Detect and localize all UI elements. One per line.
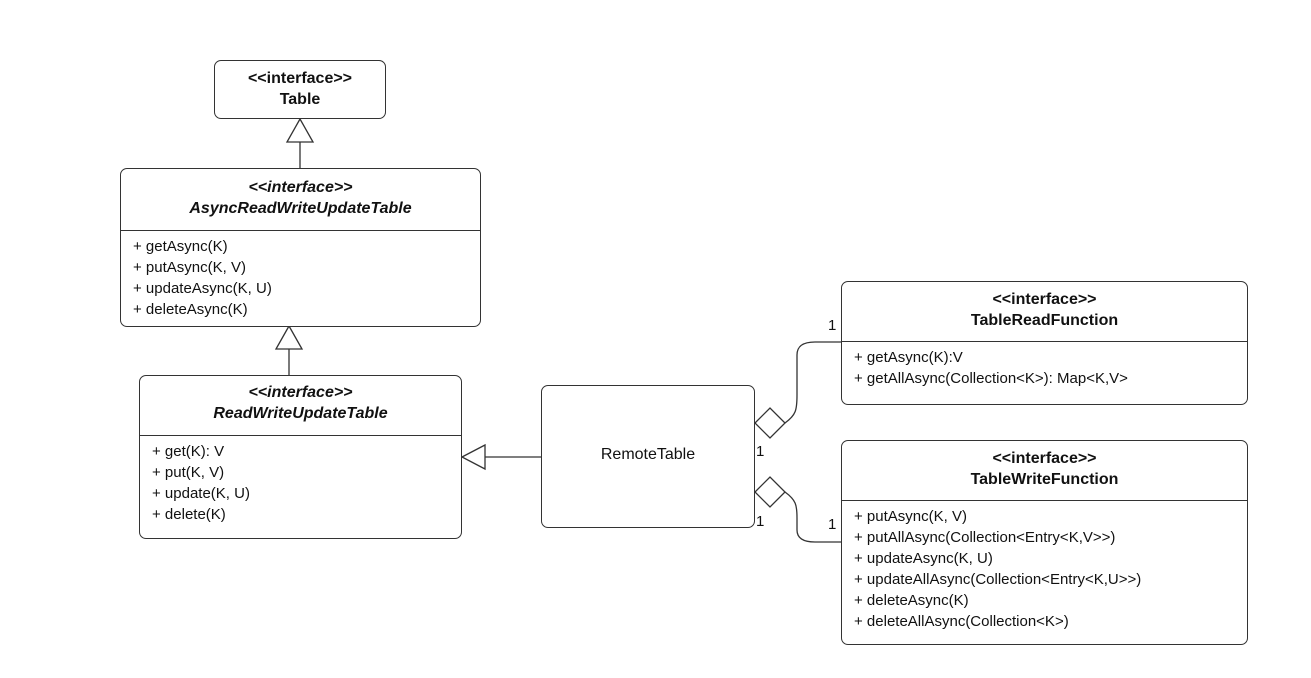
class-rw-update-stereotype: <<interface>> xyxy=(248,384,353,401)
class-table-read-function-stereotype: <<interface>> xyxy=(992,291,1097,308)
class-async-rw-update-header: <<interface>> AsyncReadWriteUpdateTable xyxy=(121,169,480,230)
aggregation-write-diamond xyxy=(754,476,786,508)
class-table-write-function-members: + putAsync(K, V) + putAllAsync(Collectio… xyxy=(842,500,1247,632)
class-rw-update-header: <<interface>> ReadWriteUpdateTable xyxy=(140,376,461,435)
class-remote-table[interactable]: RemoteTable xyxy=(541,385,755,528)
class-table-read-function-header: <<interface>> TableReadFunction xyxy=(842,282,1247,341)
class-remote-table-name: RemoteTable xyxy=(600,446,696,463)
class-table-read-function[interactable]: <<interface>> TableReadFunction + getAsy… xyxy=(841,281,1248,405)
member-get-async: + getAsync(K) xyxy=(133,238,228,255)
class-table-name: Table xyxy=(279,91,321,108)
class-table-header: <<interface>> Table xyxy=(215,61,385,110)
class-rw-update-members: + get(K): V + put(K, V) + update(K, U) +… xyxy=(140,435,461,525)
multiplicity-read-function-end: 1 xyxy=(828,317,837,334)
generalization-async-to-table-arrowhead xyxy=(285,117,315,143)
aggregation-write-line xyxy=(784,491,841,543)
class-read-write-update-table[interactable]: <<interface>> ReadWriteUpdateTable + get… xyxy=(139,375,462,539)
member-delete: + delete(K) xyxy=(152,506,226,523)
class-async-read-write-update-table[interactable]: <<interface>> AsyncReadWriteUpdateTable … xyxy=(120,168,481,327)
member-put-async: + putAsync(K, V) xyxy=(133,259,246,276)
member-update-all-async: + updateAllAsync(Collection<Entry<K,U>>) xyxy=(854,571,1142,588)
class-table-write-function-header: <<interface>> TableWriteFunction xyxy=(842,441,1247,500)
member-update-async-write: + updateAsync(K, U) xyxy=(854,550,993,567)
member-get-async-v: + getAsync(K):V xyxy=(854,349,963,366)
class-table[interactable]: <<interface>> Table xyxy=(214,60,386,119)
class-table-write-function-name: TableWriteFunction xyxy=(970,471,1119,488)
generalization-remote-to-rw-arrowhead xyxy=(460,443,486,471)
class-table-stereotype: <<interface>> xyxy=(247,70,353,87)
member-put-all-async: + putAllAsync(Collection<Entry<K,V>>) xyxy=(854,529,1116,546)
class-table-write-function-stereotype: <<interface>> xyxy=(992,450,1097,467)
member-put: + put(K, V) xyxy=(152,464,225,481)
class-async-rw-update-stereotype: <<interface>> xyxy=(248,179,353,196)
multiplicity-write-function-end: 1 xyxy=(828,516,837,533)
class-table-read-function-name: TableReadFunction xyxy=(970,312,1119,329)
member-get-all-async: + getAllAsync(Collection<K>): Map<K,V> xyxy=(854,370,1128,387)
member-delete-async: + deleteAsync(K) xyxy=(133,301,248,318)
class-async-rw-update-members: + getAsync(K) + putAsync(K, V) + updateA… xyxy=(121,230,480,320)
aggregation-read-line xyxy=(784,341,841,424)
multiplicity-read-remote-end: 1 xyxy=(756,443,765,460)
member-get: + get(K): V xyxy=(152,443,225,460)
class-table-write-function[interactable]: <<interface>> TableWriteFunction + putAs… xyxy=(841,440,1248,645)
aggregation-read-diamond xyxy=(754,407,786,439)
member-update: + update(K, U) xyxy=(152,485,250,502)
generalization-rw-to-async-arrowhead xyxy=(274,324,304,350)
member-delete-async-write: + deleteAsync(K) xyxy=(854,592,969,609)
member-put-async-write: + putAsync(K, V) xyxy=(854,508,967,525)
multiplicity-write-remote-end: 1 xyxy=(756,513,765,530)
class-async-rw-update-name: AsyncReadWriteUpdateTable xyxy=(189,200,412,217)
member-delete-all-async: + deleteAllAsync(Collection<K>) xyxy=(854,613,1069,630)
class-rw-update-name: ReadWriteUpdateTable xyxy=(213,405,388,422)
member-update-async: + updateAsync(K, U) xyxy=(133,280,272,297)
class-table-read-function-members: + getAsync(K):V + getAllAsync(Collection… xyxy=(842,341,1247,389)
